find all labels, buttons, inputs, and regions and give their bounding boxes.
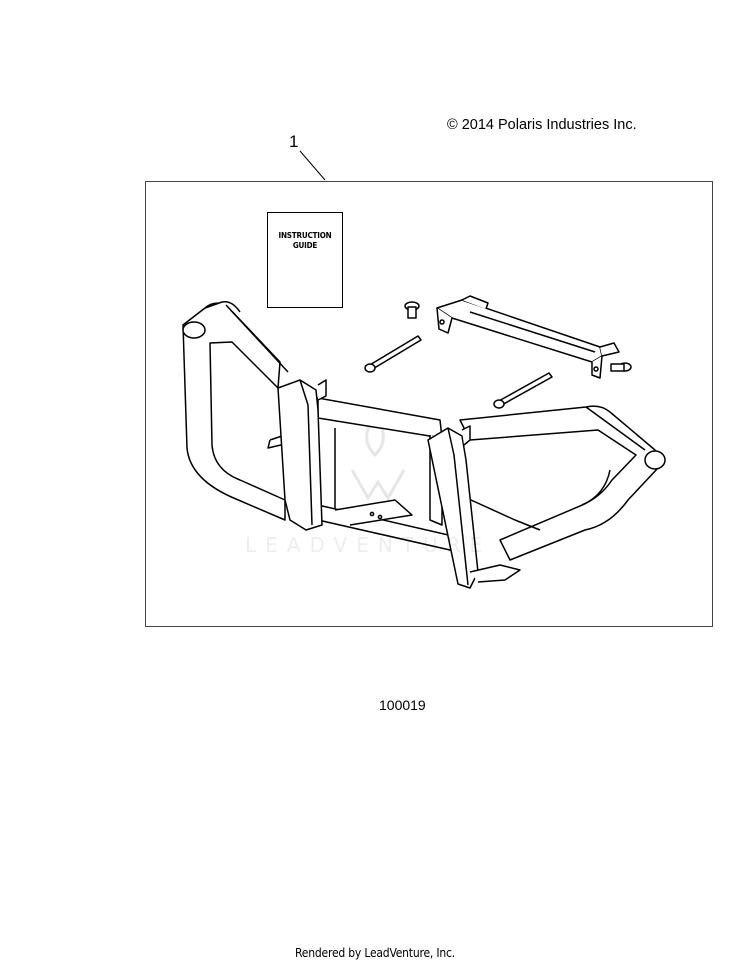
watermark-logo <box>350 419 406 501</box>
bolt-long-left <box>364 335 422 373</box>
bumper-left-hoop <box>182 300 289 521</box>
booklet-title-line2: GUIDE <box>292 241 318 250</box>
bumper-center-frame <box>267 397 541 556</box>
bolt-short-right <box>610 362 632 372</box>
booklet-title: INSTRUCTION GUIDE <box>268 231 342 251</box>
bumper-right-hoop <box>459 405 666 561</box>
instruction-guide-booklet: INSTRUCTION GUIDE <box>267 212 343 308</box>
watermark-text: LEADVENTURE <box>245 533 492 557</box>
booklet-title-line1: INSTRUCTION <box>278 231 332 240</box>
callout-number: 1 <box>289 132 299 151</box>
bolt-short-left <box>404 301 420 319</box>
footer-credit: Rendered by LeadVenture, Inc. <box>295 946 455 960</box>
figure-number: 100019 <box>379 697 426 713</box>
bumper-right-upright <box>427 425 521 589</box>
bumper-left-upright <box>277 379 327 531</box>
kit-frame <box>145 181 713 627</box>
mounting-bracket <box>436 295 620 379</box>
bolt-long-right <box>493 372 553 409</box>
copyright-text: © 2014 Polaris Industries Inc. <box>447 117 637 133</box>
